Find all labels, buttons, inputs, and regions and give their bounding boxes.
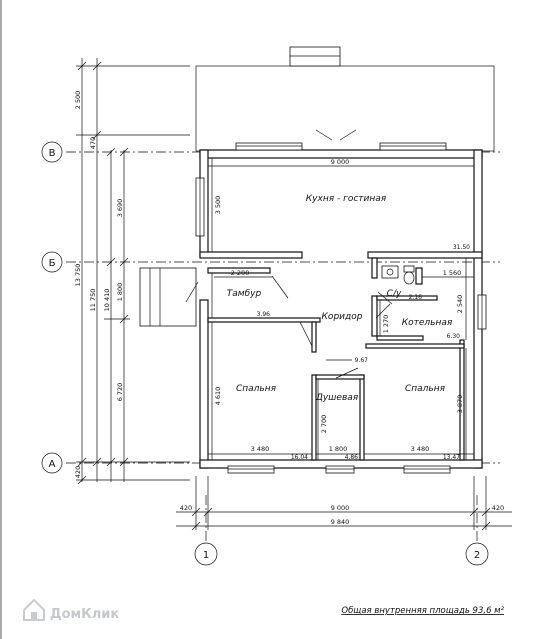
dim-13750: 13 750 (74, 264, 82, 287)
dim-bottom-1800: 1 800 (329, 445, 348, 453)
dim-3690: 3 690 (116, 199, 124, 218)
area-bedroom-right: 13.47 (443, 454, 460, 461)
area-bedroom-left: 16.04 (291, 454, 308, 461)
bathroom-fixtures (381, 265, 415, 285)
dim-overall-9000: 9 000 (331, 504, 350, 512)
dim-2500: 2 500 (74, 91, 82, 110)
dim-top-9000: 9 000 (331, 158, 350, 166)
svg-text:А: А (49, 459, 56, 470)
dim-1270: 1 270 (382, 315, 390, 334)
dim-overall-9840: 9 840 (331, 518, 350, 526)
room-label-shower: Душевая (315, 393, 359, 403)
area-wc: 2.16 (409, 294, 423, 301)
svg-text:В: В (49, 148, 56, 159)
svg-text:Б: Б (49, 258, 56, 269)
dim-3500: 3 500 (214, 196, 222, 215)
dim-420-right: 420 (492, 504, 504, 512)
total-area-caption: Общая внутренняя площадь 93,6 м² (341, 606, 504, 616)
windows (195, 142, 487, 474)
area-vestibule: 3.96 (257, 311, 271, 318)
room-label-vestibule: Тамбур (227, 289, 262, 299)
left-dimension-lines (76, 58, 190, 485)
axis-bubble-a: А (41, 452, 63, 474)
room-label-corridor: Коридор (322, 312, 363, 322)
interior-walls (199, 251, 483, 461)
entrance-steps (139, 267, 197, 327)
room-label-boiler: Котельная (402, 318, 453, 328)
dim-2200: 2 200 (231, 269, 250, 277)
axis-bubble-2: 2 (465, 542, 489, 566)
dim-bottom-3480-left: 3 480 (251, 445, 270, 453)
watermark-logo: ДомКлик (23, 598, 119, 622)
doors (185, 129, 393, 379)
dim-10410: 10 410 (103, 289, 111, 312)
svg-text:1: 1 (203, 550, 209, 561)
dim-1560: 1 560 (443, 269, 462, 277)
terrace-outline (195, 65, 495, 152)
dim-470: 470 (89, 137, 97, 149)
dim-bottom-3480-right: 3 480 (411, 445, 430, 453)
axis-bubble-b: Б (41, 251, 63, 273)
area-corridor: 9.67 (355, 357, 369, 364)
area-kitchen: 31.50 (453, 244, 470, 251)
dim-6720: 6 720 (116, 383, 124, 402)
svg-text:2: 2 (474, 550, 480, 561)
axis-bubble-1: 1 (194, 542, 218, 566)
room-label-wc: С/у (387, 289, 402, 299)
area-shower: 4.86 (345, 454, 359, 461)
chimney (289, 46, 341, 67)
dim-420-vertical: 420 (74, 466, 82, 478)
inner-dimension-lines (208, 158, 474, 460)
dim-11750: 11 750 (89, 289, 97, 312)
room-label-bedroom-left: Спальня (236, 384, 277, 394)
svg-text:ДомКлик: ДомКлик (50, 607, 119, 622)
dim-2700: 2 700 (320, 415, 328, 434)
dim-4610: 4 610 (214, 387, 222, 406)
area-boiler: 6.30 (447, 333, 461, 340)
dim-1800-left: 1 800 (116, 283, 124, 302)
axis-bubble-v: В (41, 141, 63, 163)
room-label-kitchen: Кухня - гостиная (306, 194, 387, 204)
room-label-bedroom-right: Спальня (405, 384, 446, 394)
bottom-dimension-lines (176, 476, 512, 531)
dim-3870: 3 870 (456, 395, 464, 414)
dim-2540: 2 540 (456, 295, 464, 314)
dim-420-left: 420 (180, 504, 192, 512)
